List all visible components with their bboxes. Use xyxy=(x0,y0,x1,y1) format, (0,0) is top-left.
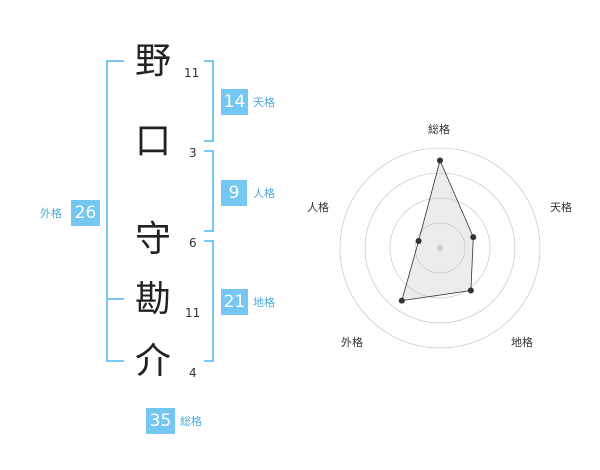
tenkaku-bracket xyxy=(204,60,214,142)
jinkaku-bracket xyxy=(204,150,214,232)
radar-ring xyxy=(339,147,541,349)
radar-center xyxy=(437,245,443,251)
tenkaku-label: 天格 xyxy=(253,96,275,109)
gaikaku-divider xyxy=(106,298,124,300)
stroke-count-4: 11 xyxy=(185,306,201,320)
chikaku-bracket xyxy=(204,240,214,362)
chikaku-value: 21 xyxy=(221,289,248,315)
name-char-2: 口 xyxy=(134,121,171,162)
soukaku-label: 総格 xyxy=(180,415,202,428)
name-char-3: 守 xyxy=(134,219,171,260)
radar-ring xyxy=(389,197,491,299)
name-char-1: 野 xyxy=(134,41,171,82)
radar-ring xyxy=(414,222,466,274)
jinkaku-value: 9 xyxy=(221,180,247,206)
radar-label-soukaku: 総格 xyxy=(428,123,450,136)
radar-label-gaikaku: 外格 xyxy=(341,336,363,349)
jinkaku-label: 人格 xyxy=(253,187,275,200)
radar-label-jinkaku: 人格 xyxy=(307,201,329,214)
radar-point-2 xyxy=(470,234,477,241)
gaikaku-value: 26 xyxy=(71,200,100,226)
stroke-count-2: 3 xyxy=(189,146,197,160)
stroke-count-1: 11 xyxy=(184,66,200,80)
radar-label-chikaku: 地格 xyxy=(511,336,533,349)
gaikaku-bracket xyxy=(106,60,124,362)
chikaku-label: 地格 xyxy=(253,296,275,309)
gaikaku-label: 外格 xyxy=(40,207,62,220)
radar-point-3 xyxy=(467,287,474,294)
radar-label-tenkaku: 天格 xyxy=(550,201,572,214)
soukaku-value: 35 xyxy=(146,408,175,434)
radar-point-1 xyxy=(437,157,443,164)
name-char-4: 勘 xyxy=(134,279,171,320)
radar-point-5 xyxy=(415,238,422,245)
stroke-count-5: 4 xyxy=(189,366,197,380)
stroke-count-3: 6 xyxy=(189,236,197,250)
radar-ring xyxy=(364,172,516,324)
radar-polygon xyxy=(401,159,474,302)
radar-point-4 xyxy=(398,297,405,304)
tenkaku-value: 14 xyxy=(221,89,248,115)
name-char-5: 介 xyxy=(134,341,171,382)
